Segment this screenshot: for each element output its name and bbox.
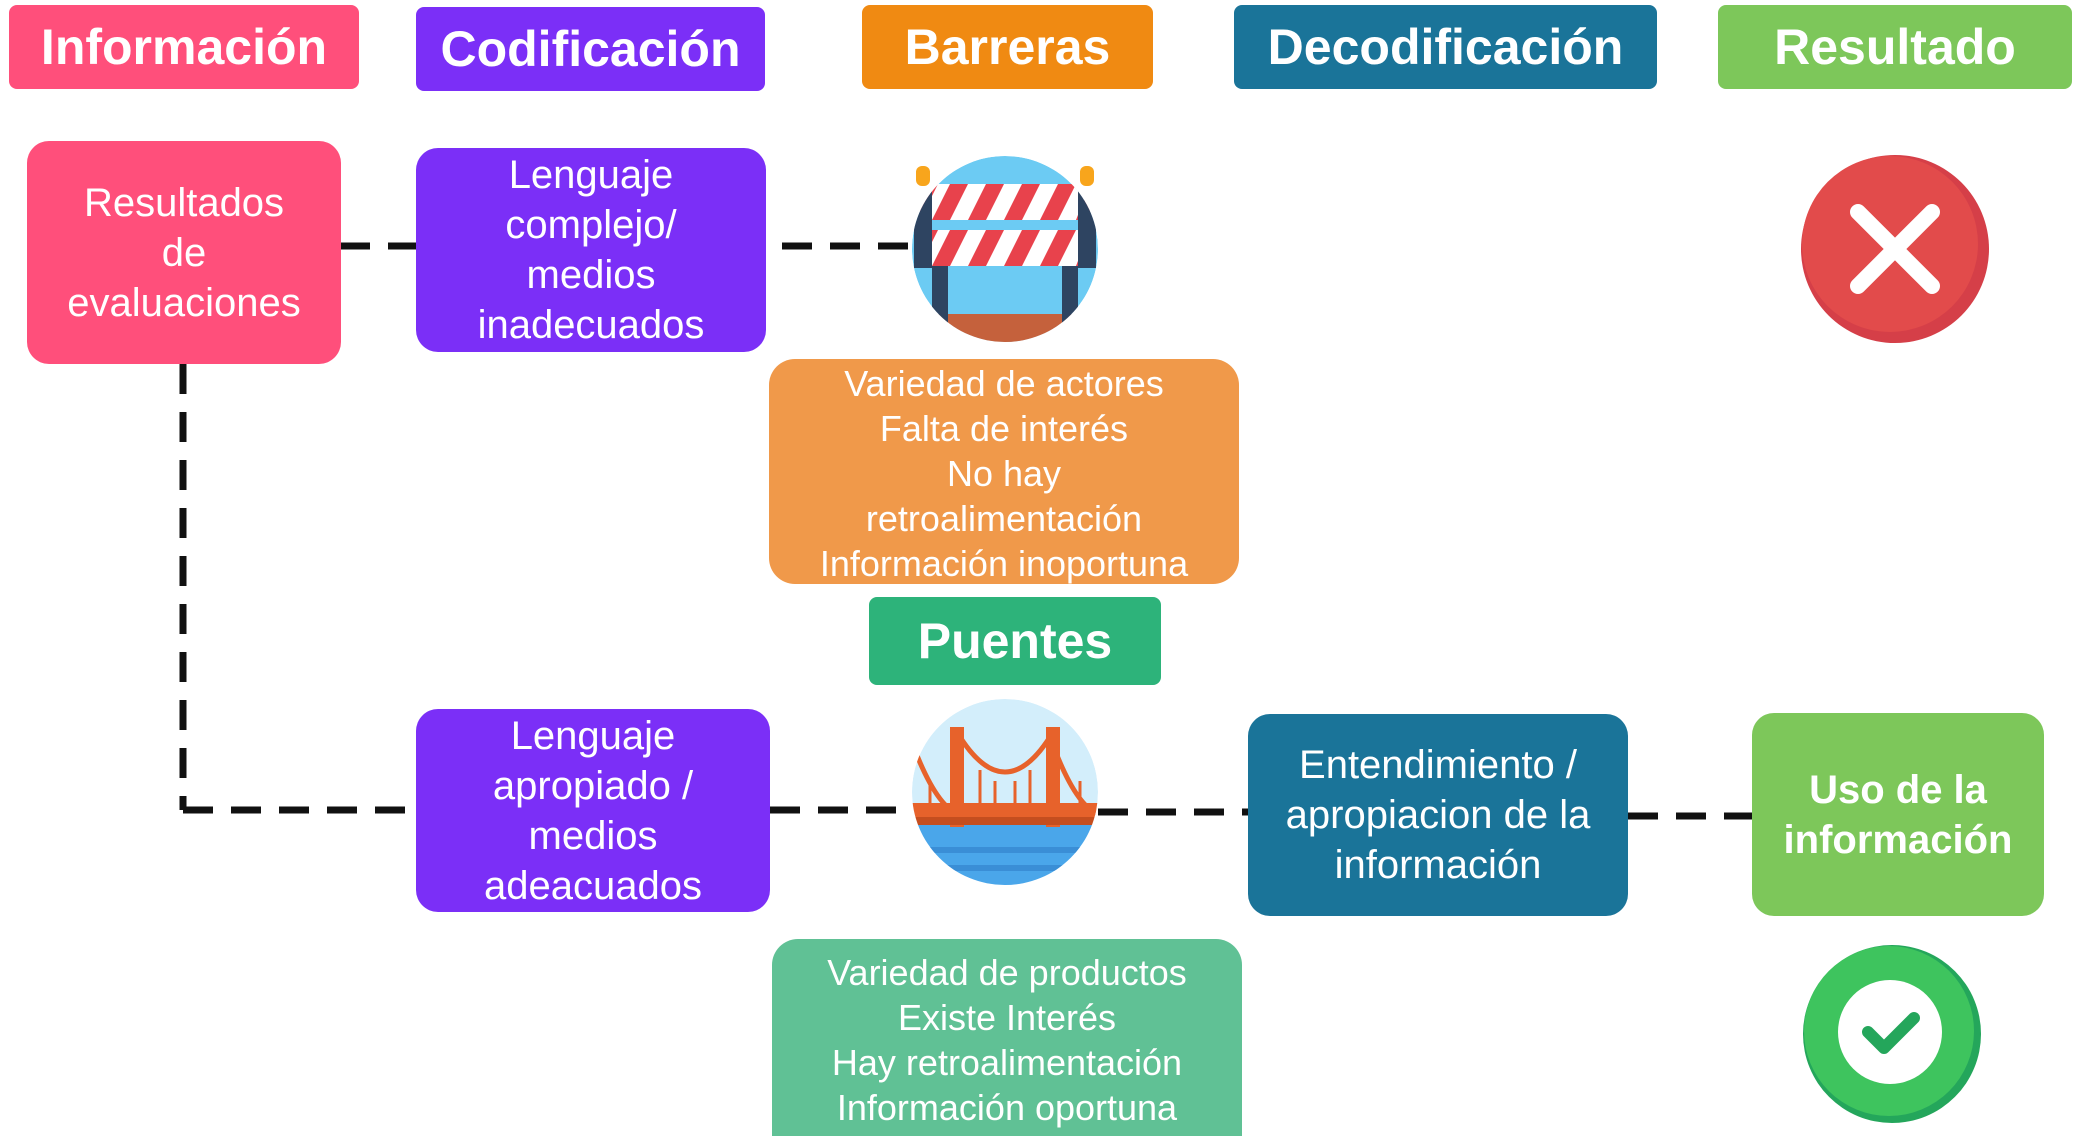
node-resultados-evaluaciones: Resultados de evaluaciones [27, 141, 341, 364]
node-uso-informacion: Uso de la información [1752, 713, 2044, 916]
header-informacion: Información [9, 5, 359, 89]
header-barreras: Barreras [862, 5, 1153, 89]
node-lenguaje-apropiado: Lenguaje apropiado / medios adeacuados [416, 709, 770, 912]
label-puentes: Puentes [869, 597, 1161, 685]
green-check-icon [1803, 945, 1981, 1123]
barreras-list: Variedad de actores Falta de interés No … [769, 359, 1239, 584]
node-entendimiento: Entendimiento / apropiacion de la inform… [1248, 714, 1628, 916]
puentes-list: Variedad de productos Existe Interés Hay… [772, 939, 1242, 1136]
node-lenguaje-complejo: Lenguaje complejo/ medios inadecuados [416, 148, 766, 352]
header-decodificacion: Decodificación [1234, 5, 1657, 89]
header-resultado: Resultado [1718, 5, 2072, 89]
road-barrier-icon [912, 156, 1098, 342]
header-codificacion: Codificación [416, 7, 765, 91]
red-x-icon [1801, 155, 1989, 343]
bridge-icon [912, 699, 1098, 885]
